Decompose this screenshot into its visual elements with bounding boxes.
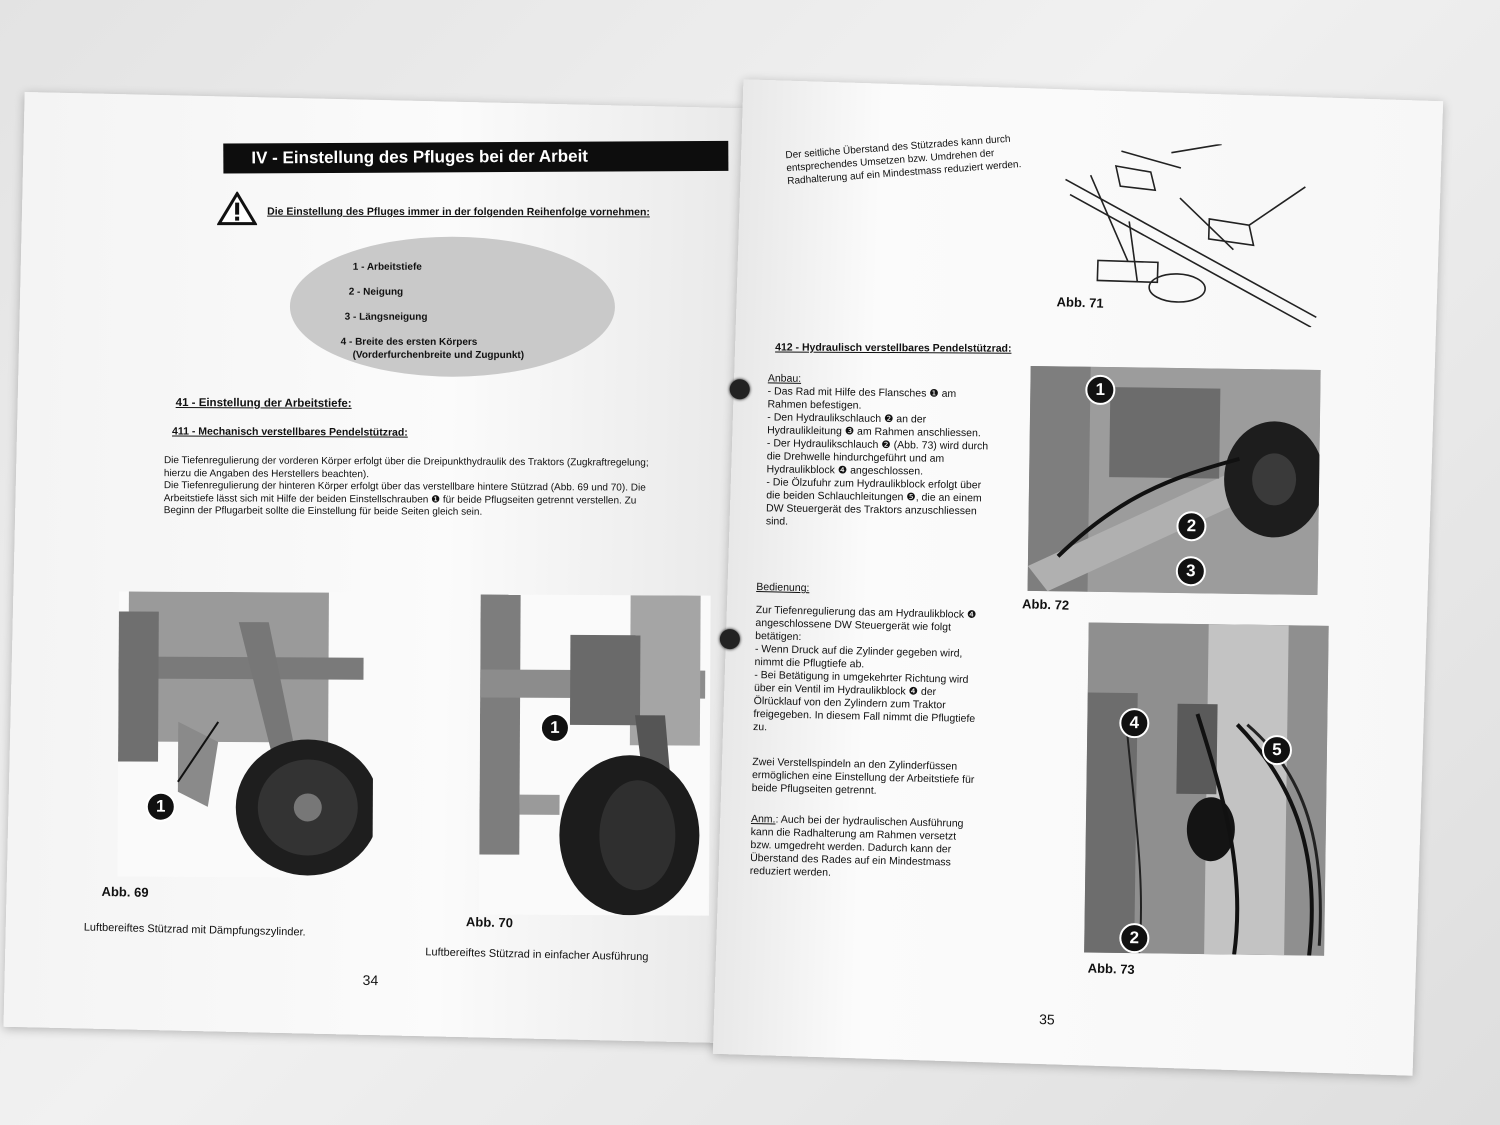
- warning-text: Die Einstellung des Pfluges immer in der…: [267, 205, 650, 219]
- figure-71-caption: Abb. 71: [1056, 294, 1104, 311]
- sequence-item: 4 - Breite des ersten Körpers: [340, 336, 478, 348]
- simple-wheel-illustration: [479, 594, 706, 916]
- binding-hole: [729, 378, 751, 400]
- heading-411: 411 - Mechanisch verstellbares Pendelstü…: [172, 425, 408, 439]
- figure-72-photo: 1 2 3: [1027, 365, 1321, 595]
- figure-69-photo: 1: [117, 591, 374, 878]
- right-page: Der seitliche Überstand des Stützrades k…: [712, 79, 1444, 1076]
- sequence-item: 1 - Arbeitstiefe: [352, 261, 422, 273]
- sequence-item: 3 - Längsneigung: [344, 311, 428, 323]
- hydraulic-wheel-mount-illustration: [1027, 365, 1321, 595]
- intro-text: Der seitliche Überstand des Stützrades k…: [785, 130, 1047, 188]
- figure-73-caption: Abb. 73: [1087, 960, 1135, 977]
- sequence-list: 1 - Arbeitstiefe 2 - Neigung 3 - Längsne…: [325, 262, 595, 375]
- figure-69-subcaption: Luftbereiftes Stützrad mit Dämpfungszyli…: [83, 921, 306, 939]
- figure-70-subcaption: Luftbereiftes Stützrad in einfacher Ausf…: [425, 946, 649, 964]
- page-number-left: 34: [362, 971, 379, 989]
- heading-41: 41 - Einstellung der Arbeitstiefe:: [175, 396, 352, 410]
- figure-70-caption: Abb. 70: [465, 914, 514, 931]
- figure-70-photo: 1: [478, 594, 711, 916]
- anm-label: Anm.: [750, 812, 776, 826]
- sequence-item: 2 - Neigung: [348, 286, 404, 298]
- anbau-block: Anbau: - Das Rad mit Hilfe des Flansches…: [766, 372, 1018, 531]
- callout-1: 1: [539, 712, 571, 743]
- figure-72-caption: Abb. 72: [1021, 596, 1070, 613]
- section-title: IV - Einstellung des Pfluges bei der Arb…: [223, 140, 729, 174]
- heading-412: 412 - Hydraulisch verstellbares Pendelst…: [775, 341, 1012, 355]
- bedienung-block: Bedienung: Zur Tiefenregulierung das am …: [750, 581, 1012, 884]
- figure-71-drawing: [1056, 139, 1332, 328]
- sequence-item: (Vorderfurchenbreite und Zugpunkt): [352, 349, 525, 361]
- hydraulic-block-illustration: [1084, 622, 1329, 956]
- wheel-with-damper-illustration: [118, 591, 374, 876]
- figure-73-photo: 4 5 2: [1084, 622, 1329, 956]
- warning-row: Die Einstellung des Pfluges immer in der…: [217, 191, 717, 229]
- paragraph-line: Beginn der Pflugarbeit sollte die Einste…: [163, 505, 483, 518]
- page-number-right: 35: [1038, 1011, 1055, 1028]
- left-page: IV - Einstellung des Pfluges bei der Arb…: [3, 91, 745, 1044]
- figure-69-caption: Abb. 69: [101, 883, 149, 900]
- paragraph-411: Die Tiefenregulierung der vorderen Körpe…: [164, 455, 724, 520]
- binding-hole: [719, 628, 741, 650]
- callout-1: 1: [145, 791, 176, 822]
- plough-line-drawing: [1065, 143, 1317, 328]
- warning-triangle-icon: [217, 191, 258, 226]
- anbau-line: sind.: [765, 515, 789, 528]
